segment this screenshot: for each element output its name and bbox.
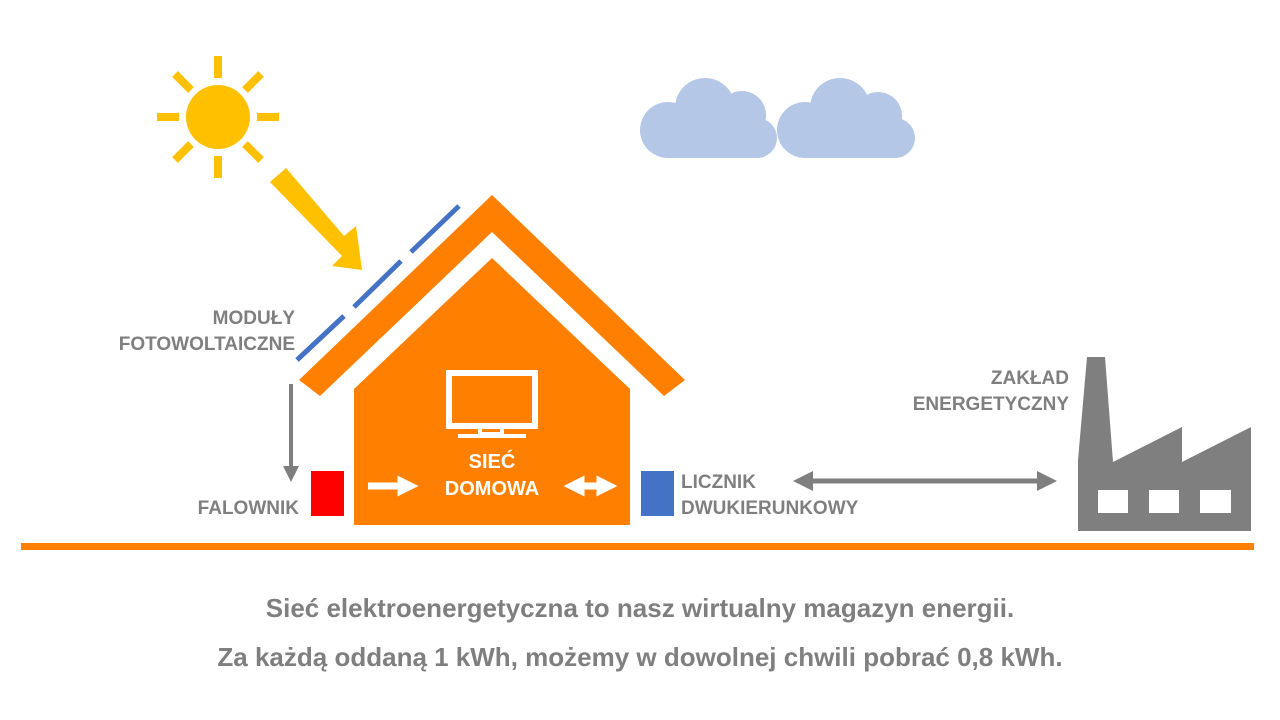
- sunlight-arrow: [270, 168, 362, 270]
- home-grid-label-1: SIEĆ: [469, 449, 516, 473]
- house-roof: [299, 195, 685, 396]
- house-body: [354, 258, 630, 525]
- pv-panels: [295, 204, 461, 362]
- meter-label-2: DWUKIERUNKOWY: [681, 498, 859, 519]
- utility-label-1: ZAKŁAD: [991, 368, 1069, 389]
- monitor-icon: [446, 370, 538, 438]
- utility-label-2: ENERGETYCZNY: [913, 394, 1070, 415]
- factory-icon: [1078, 357, 1251, 531]
- ground-line: [21, 543, 1254, 550]
- inverter-box: [311, 471, 344, 516]
- inverter-label: FALOWNIK: [198, 498, 300, 519]
- meter-label-1: LICZNIK: [681, 472, 756, 493]
- meter-box: [641, 471, 674, 516]
- caption-line-2: Za każdą oddaną 1 kWh, możemy w dowolnej…: [217, 642, 1062, 672]
- home-grid-label-2: DOMOWA: [445, 478, 539, 500]
- caption-line-1: Sieć elektroenergetyczna to nasz wirtual…: [266, 593, 1014, 623]
- sun-icon: [157, 56, 279, 178]
- pv-label-2: FOTOWOLTAICZNE: [119, 334, 295, 355]
- cloud-icon: [777, 78, 915, 158]
- cloud-icon: [640, 78, 777, 158]
- pv-label-1: MODUŁY: [213, 308, 296, 329]
